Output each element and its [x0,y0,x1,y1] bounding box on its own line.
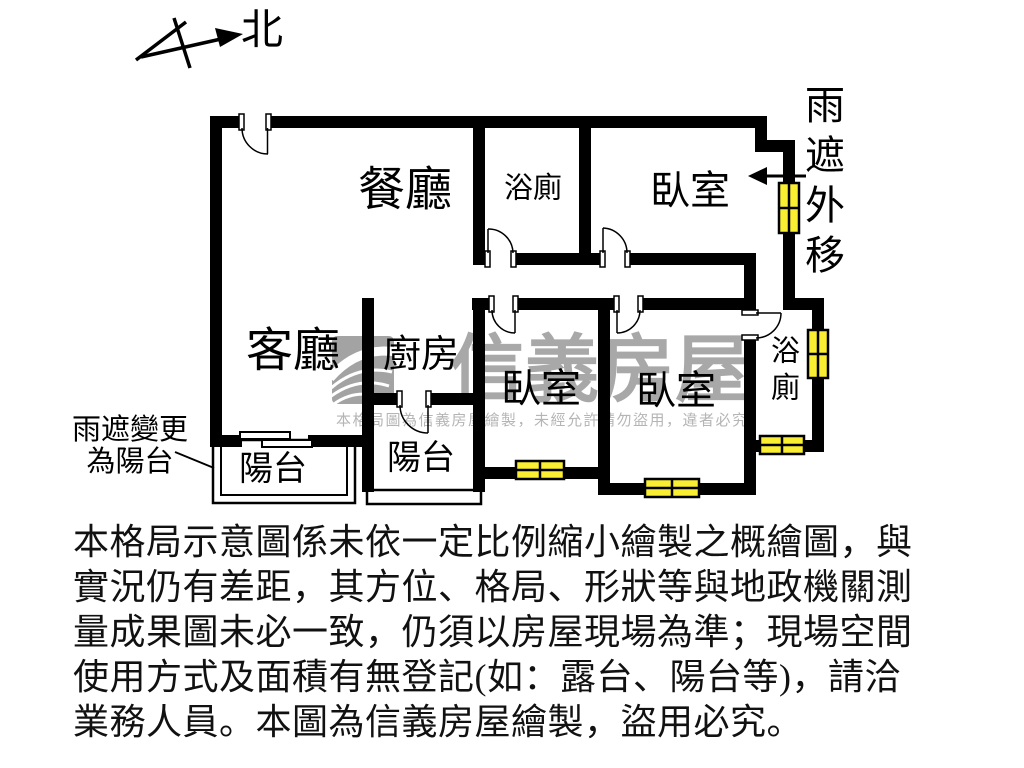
room-label-balcony-kitchen: 陽台 [387,440,455,477]
room-label-bath-top: 浴廁 [503,172,563,205]
window-bath-bottom [758,434,806,456]
doors [238,113,782,434]
annotation-line2: 為陽台 [86,446,174,478]
north-arrow-icon [134,17,243,69]
room-label-kitchen: 廚房 [382,334,460,376]
watermark-notice-text: 本格局圖為信義房屋繪製，未經允許請勿盜用，違者必究 [336,413,749,429]
disclaimer-line: 使用方式及面積有無登記(如：露台、陽台等)，請洽 [73,657,901,697]
window-bedroom-top [777,181,801,235]
room-label-balcony-left: 陽台 [239,451,307,488]
window-bath-right [806,328,830,380]
room-label-bedroom-top: 臥室 [650,168,730,213]
windows [514,181,830,499]
room-label-bedroom-left: 臥室 [501,366,581,411]
sliding-window-living [239,431,313,448]
north-label: 北 [240,8,284,54]
annotation-line1: 雨遮變更 [71,414,188,446]
room-label-living: 客廳 [246,325,340,378]
rain-shield-arrow-icon [748,167,806,185]
disclaimer-line: 本格局示意圖係未依一定比例縮小繪製之概繪圖，與 [73,522,913,562]
window-bedroom-left [514,459,566,481]
disclaimer-line: 業務人員。本圖為信義房屋繪製，盜用必究。 [73,702,804,742]
disclaimer-text: 本格局示意圖係未依一定比例縮小繪製之概繪圖，與 實況仍有差距，其方位、格局、形狀… [73,520,973,745]
balcony-kitchen-outline [365,488,483,506]
window-bedroom-right [643,477,701,499]
annotation-rain-shield-changed: 雨遮變更 為陽台 [56,414,204,478]
annotation-rain-shield-moved: 雨遮外移 [799,84,844,284]
balcony-leader-line [174,451,215,469]
disclaimer-line: 量成果圖未必一致，仍須以房屋現場為準；現場空間 [73,612,913,652]
room-label-bedroom-right: 臥室 [636,368,716,413]
disclaimer-line: 實況仍有差距，其方位、格局、形狀等與地政機關測 [73,567,913,607]
room-label-dining: 餐廳 [358,164,452,217]
room-label-bath-bottom: 浴廁 [766,335,799,409]
